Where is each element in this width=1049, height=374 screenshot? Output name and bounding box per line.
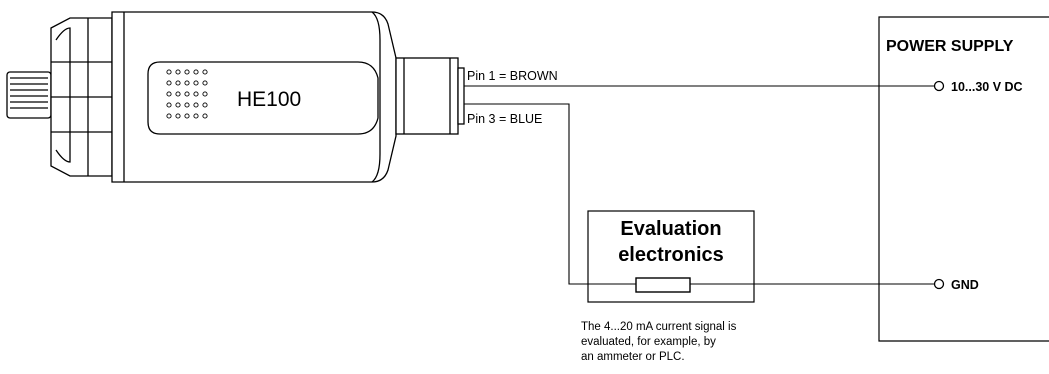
power-supply-title: POWER SUPPLY [886, 38, 1014, 55]
sensor-housing [111, 11, 397, 183]
vent-dot [202, 91, 208, 97]
pressure-sensor [6, 11, 465, 183]
vent-dot [175, 91, 181, 97]
vent-dot [166, 80, 172, 86]
vent-dot [166, 102, 172, 108]
power-supply-box [878, 16, 1049, 342]
vent-dot [184, 102, 190, 108]
vent-dot [202, 69, 208, 75]
sensor-hex-nut [50, 17, 113, 177]
vent-dot [184, 69, 190, 75]
vent-dot [202, 80, 208, 86]
wire-pin3-blue [464, 103, 593, 285]
vent-dot [166, 91, 172, 97]
vent-dot [175, 102, 181, 108]
vent-dot [175, 69, 181, 75]
vent-dot [193, 91, 199, 97]
evaluation-note-line3: an ammeter or PLC. [581, 351, 685, 363]
sensor-model-label: HE100 [237, 88, 301, 111]
vent-dot [193, 102, 199, 108]
vent-dot [175, 113, 181, 119]
evaluation-electronics-box [587, 210, 755, 303]
vent-dot [202, 102, 208, 108]
terminal-ground-label: GND [951, 278, 979, 292]
vent-dot [193, 113, 199, 119]
terminal-ground-symbol [933, 278, 945, 290]
vent-dot [202, 113, 208, 119]
vent-dot [193, 69, 199, 75]
terminal-positive-label: 10...30 V DC [951, 80, 1023, 94]
evaluation-note-line2: evaluated, for example, by [581, 336, 716, 348]
vent-dot [193, 80, 199, 86]
vent-dot [184, 91, 190, 97]
sensor-fitting [6, 71, 52, 119]
sensor-vent-dots [166, 69, 208, 119]
pin3-label: Pin 3 = BLUE [467, 112, 542, 126]
pin1-label: Pin 1 = BROWN [467, 69, 558, 83]
vent-dot [166, 69, 172, 75]
resistor-symbol [635, 277, 691, 293]
evaluation-title-line2: electronics [618, 244, 724, 266]
evaluation-note-line1: The 4...20 mA current signal is [581, 321, 737, 333]
terminal-positive-symbol [933, 80, 945, 92]
vent-dot [184, 80, 190, 86]
sensor-connector [395, 57, 465, 135]
vent-dot [184, 113, 190, 119]
vent-dot [166, 113, 172, 119]
vent-dot [175, 80, 181, 86]
evaluation-title-line1: Evaluation [620, 218, 721, 240]
